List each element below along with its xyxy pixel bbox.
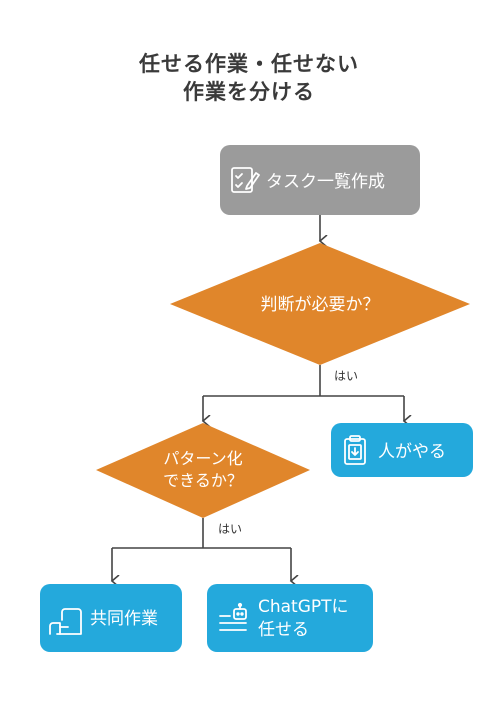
node-task-list: タスク一覧作成 [220, 145, 420, 215]
robot-list-icon [219, 602, 247, 631]
node-chatgpt: ChatGPTに 任せる [207, 584, 373, 652]
node-decision-needed-label: 判断が必要か？ [261, 295, 380, 315]
node-joint-work-label: 共同作業 [90, 609, 158, 629]
node-task-list-label: タスク一覧作成 [266, 172, 385, 192]
yes-label-1: はい [334, 369, 358, 383]
node-human-does-label: 人がやる [378, 442, 446, 462]
clipboard-download-icon [344, 435, 366, 465]
node-decision-needed: 判断が必要か？ [170, 243, 470, 365]
node-decision-pattern-line-1: パターン化 [163, 449, 242, 468]
node-joint-work: 共同作業 [40, 584, 182, 652]
node-chatgpt-line-2: 任せる [258, 620, 309, 640]
checklist-pencil-icon [231, 167, 260, 193]
connectors [112, 215, 404, 581]
handshake-icon [49, 608, 82, 635]
diagram-title-line-1: 任せる作業・任せない [139, 52, 359, 76]
node-decision-pattern-line-2: できるか？ [163, 471, 243, 490]
node-human-does: 人がやる [331, 423, 473, 477]
node-chatgpt-line-1: ChatGPTに [258, 597, 349, 617]
diagram-title-line-2: 作業を分ける [183, 80, 315, 104]
node-decision-pattern: パターン化 できるか？ [96, 423, 310, 518]
yes-label-2: はい [218, 522, 242, 536]
